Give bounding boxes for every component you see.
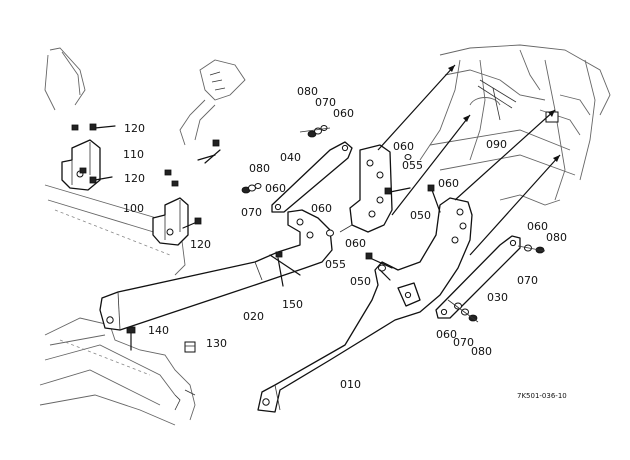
label-130: 130 [206, 337, 227, 350]
label-080-b: 080 [249, 162, 270, 175]
label-070-c: 070 [517, 274, 538, 287]
frame-sketch-top-left [44, 47, 246, 146]
label-120-a: 120 [124, 122, 145, 135]
label-010: 010 [340, 378, 361, 391]
part-040-strap [271, 141, 353, 213]
label-060-f: 060 [345, 237, 366, 250]
label-070-d: 070 [453, 336, 474, 349]
label-020: 020 [243, 310, 264, 323]
label-050-upper: 050 [410, 209, 431, 222]
part-number-labels: 010 020 030 040 050 050 055 055 060 060 … [123, 85, 567, 400]
label-060-a: 060 [333, 107, 354, 120]
bracket-assembly-100-110 [44, 124, 189, 276]
part-030-strap [435, 235, 521, 319]
part-010-main-arm [257, 197, 473, 413]
label-060-e: 060 [311, 202, 332, 215]
label-120-c: 120 [190, 238, 211, 251]
label-070-b: 070 [241, 206, 262, 219]
label-150: 150 [282, 298, 303, 311]
label-090: 090 [486, 138, 507, 151]
fastener-set [241, 125, 546, 323]
part-020-arm [99, 209, 333, 331]
label-050-lower: 050 [350, 275, 371, 288]
label-120-b: 120 [124, 172, 145, 185]
label-060-d: 060 [438, 177, 459, 190]
label-140: 140 [148, 324, 169, 337]
bolt-120-group [89, 123, 221, 229]
label-060-c: 060 [265, 182, 286, 195]
label-055-upper: 055 [402, 159, 423, 172]
label-080-d: 080 [471, 345, 492, 358]
label-040: 040 [280, 151, 301, 164]
label-070-a: 070 [315, 96, 336, 109]
part-060-mount-plate [339, 144, 393, 233]
front-cross-member [39, 317, 196, 426]
label-100: 100 [123, 202, 144, 215]
assembly-arrows [377, 64, 561, 256]
label-080-a: 080 [297, 85, 318, 98]
label-060-b: 060 [393, 140, 414, 153]
label-080-c: 080 [546, 231, 567, 244]
label-110: 110 [123, 148, 144, 161]
drawing-code: 7K501-036-10 [517, 392, 567, 400]
label-055-lower: 055 [325, 258, 346, 271]
label-030: 030 [487, 291, 508, 304]
label-060-g: 060 [527, 220, 548, 233]
label-060-h: 060 [436, 328, 457, 341]
